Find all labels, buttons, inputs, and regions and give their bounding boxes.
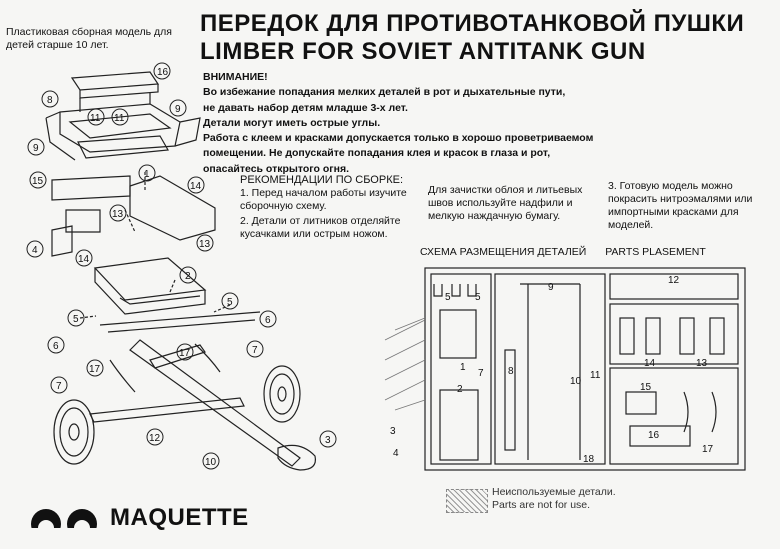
callout-16: 16 (157, 67, 169, 78)
callout-13b: 13 (199, 239, 211, 250)
maquette-logo-mark (30, 509, 98, 542)
legend-ru: Неиспользуемые детали. (492, 486, 616, 498)
assembly-diagram (45, 71, 317, 471)
recommendation-item: 3. Готовую модель можно покрасить нитроэ… (608, 180, 753, 231)
warning-line: не давать набор детям младше 3-х лет. (203, 101, 408, 114)
callout-5: 5 (227, 297, 233, 308)
sprue-label-8: 8 (508, 366, 514, 377)
sprue-label-1: 1 (460, 362, 466, 373)
callout-13: 13 (112, 209, 124, 220)
warning-line: Работа с клеем и красками допускается то… (203, 132, 594, 145)
sprue-label-5b: 5 (475, 292, 481, 303)
sprue-labels: 5 5 9 12 1 2 7 8 10 11 14 13 15 16 17 18… (390, 275, 714, 465)
warning-line: опасайтесь открытого огня. (203, 162, 350, 175)
recommendations-column-3: 3. Готовую модель можно покрасить нитроэ… (608, 180, 773, 234)
sprue-label-5: 5 (445, 292, 451, 303)
sprue-label-16: 16 (648, 430, 660, 441)
recommendation-item: Для зачистки облоя и литьевых швов испол… (428, 184, 583, 222)
unused-parts-swatch (446, 489, 488, 513)
callout-9: 9 (175, 104, 181, 115)
title-russian: ПЕРЕДОК ДЛЯ ПРОТИВОТАНКОВОЙ ПУШКИ (200, 10, 745, 37)
sprue-label-7: 7 (478, 368, 484, 379)
sprue-label-2: 2 (457, 384, 463, 395)
parts-sprue (424, 267, 746, 471)
age-note: Пластиковая сборная модель для детей ста… (6, 26, 172, 51)
callout-7: 7 (56, 381, 62, 392)
brand-name: MAQUETTE (110, 504, 249, 531)
callout-14: 14 (190, 181, 202, 192)
unused-hatch (384, 317, 426, 411)
sprue-label-11: 11 (590, 370, 601, 381)
callout-8: 8 (47, 95, 53, 106)
callout-7b: 7 (252, 345, 258, 356)
callout-15: 15 (32, 176, 44, 187)
callout-4: 4 (32, 245, 38, 256)
recommendations-column-2: Для зачистки облоя и литьевых швов испол… (428, 184, 603, 225)
callout-1: 1 (144, 169, 150, 180)
sprue-label-10: 10 (570, 376, 582, 387)
parts-scheme-title-en: PARTS PLASEMENT (605, 246, 706, 258)
callout-12: 12 (149, 433, 161, 444)
sprue-label-17: 17 (702, 444, 714, 455)
warning-block: ВНИМАНИЕ! Во избежание попадания мелких … (203, 70, 673, 177)
sprue-label-15: 15 (640, 382, 652, 393)
sprue-label-14: 14 (644, 358, 656, 369)
sprue-label-12: 12 (668, 275, 680, 286)
callout-17b: 17 (179, 348, 191, 359)
warning-heading: ВНИМАНИЕ! (203, 71, 268, 83)
callout-9b: 9 (33, 143, 39, 154)
callout-14b: 14 (78, 254, 90, 265)
callout-17: 17 (89, 364, 101, 375)
callout-2: 2 (185, 271, 191, 282)
callout-6: 6 (265, 315, 271, 326)
sprue-label-4: 4 (393, 448, 399, 459)
recommendation-item: 2. Детали от литников отделяйте кусачкам… (240, 215, 401, 240)
sprue-label-13: 13 (696, 358, 708, 369)
callout-11: 11 (90, 113, 101, 124)
sprue-label-18: 18 (583, 454, 595, 465)
legend: Неиспользуемые детали. Parts are not for… (492, 486, 616, 512)
callout-11b: 11 (114, 113, 125, 124)
warning-line: Во избежание попадания мелких деталей в … (203, 86, 566, 99)
warning-line: Детали могут иметь острые углы. (203, 116, 381, 129)
sprue-label-3: 3 (390, 426, 396, 437)
callout-5b: 5 (73, 314, 79, 325)
legend-en: Parts are not for use. (492, 499, 591, 511)
parts-scheme-title-ru: СХЕМА РАЗМЕЩЕНИЯ ДЕТАЛЕЙ (420, 246, 587, 258)
recommendations-column-1: 1. Перед началом работы изучите сборочну… (240, 187, 420, 243)
callout-6b: 6 (53, 341, 59, 352)
recommendations-title: РЕКОМЕНДАЦИИ ПО СБОРКЕ: (240, 174, 404, 186)
callout-3: 3 (325, 435, 331, 446)
title-english: LIMBER FOR SOVIET ANTITANK GUN (200, 38, 646, 65)
warning-line: помещении. Не допускайте попадания клея … (203, 147, 551, 160)
parts-scheme-title: СХЕМА РАЗМЕЩЕНИЯ ДЕТАЛЕЙ PARTS PLASEMENT (420, 246, 722, 258)
sprue-label-9: 9 (548, 282, 554, 293)
assembly-callouts: 16 8 11 11 9 9 1 15 14 13 13 4 14 2 5 6 … (26, 62, 337, 470)
callout-10: 10 (205, 457, 217, 468)
recommendation-item: 1. Перед началом работы изучите сборочну… (240, 187, 407, 212)
